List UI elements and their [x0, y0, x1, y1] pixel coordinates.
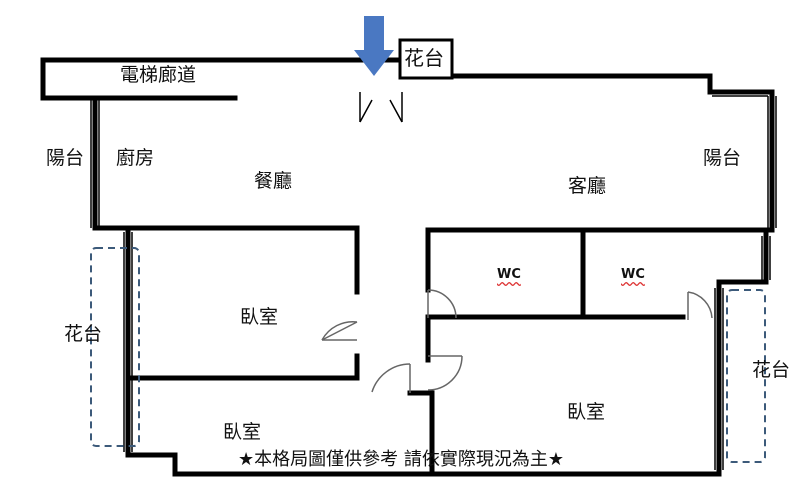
disclaimer-note: ★本格局圖僅供參考 請依實際現況為主★ — [238, 449, 564, 470]
window-lines — [90, 95, 777, 470]
planter-top-label: 花台 — [404, 46, 444, 70]
walls — [40, 57, 775, 477]
bedroom-2-label: 臥室 — [223, 421, 262, 443]
planter-left-label: 花台 — [64, 323, 103, 345]
elevator-hall-label: 電梯廊道 — [120, 64, 197, 86]
bedroom-3-label: 臥室 — [567, 401, 606, 423]
wc-1-label: WC — [497, 267, 521, 282]
planter-right-label: 花台 — [752, 359, 791, 381]
balcony-right-label: 陽台 — [703, 147, 742, 169]
dining-label: 餐廳 — [254, 170, 293, 192]
planter-top-box — [398, 38, 454, 80]
bedroom-1-label: 臥室 — [240, 306, 279, 328]
dashed-planters — [90, 247, 766, 463]
balcony-left-label: 陽台 — [46, 147, 85, 169]
living-label: 客廳 — [568, 175, 607, 197]
kitchen-label: 廚房 — [116, 147, 155, 169]
door-arcs — [321, 289, 713, 393]
wc-2-label: WC — [621, 267, 645, 282]
entry-arrow-icon — [354, 16, 394, 76]
entry-door — [359, 92, 403, 123]
